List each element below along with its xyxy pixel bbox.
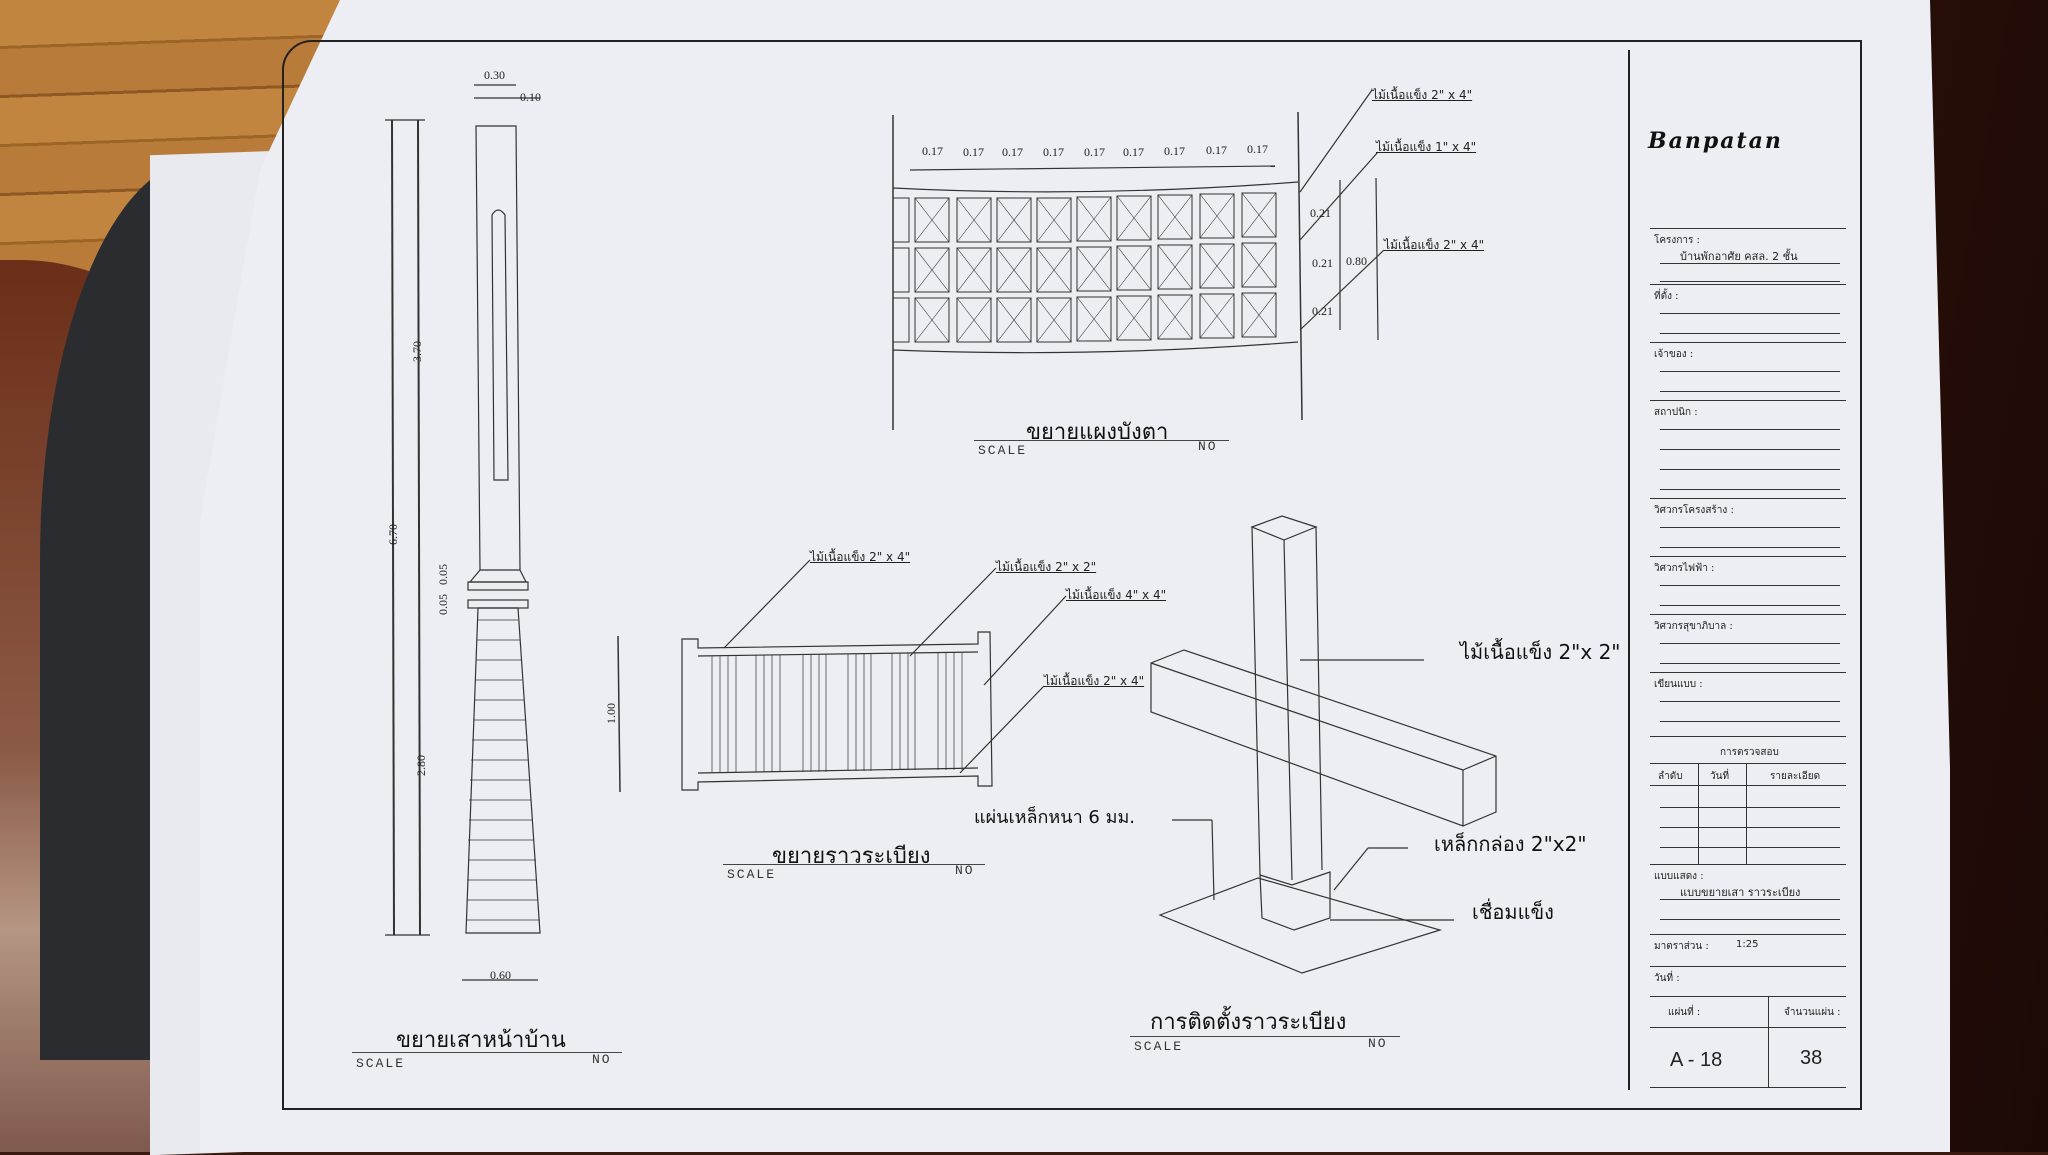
railing-detail-title: ขยายราวระเบียง <box>772 844 931 869</box>
railing-note: ไม้เนื้อแข็ง 2" x 2" <box>996 560 1097 574</box>
screen-drawing <box>892 89 1385 430</box>
sheet-label: แผ่นที่ : <box>1668 1007 1701 1018</box>
screen-spacing: 0.17 <box>922 144 943 158</box>
tb-location: ที่ตั้ง : <box>1650 284 1846 341</box>
screen-row-height: 0.21 <box>1312 256 1333 270</box>
railing-scale-label: SCALE <box>727 867 777 882</box>
tb-date: วันที่ : <box>1650 966 1846 997</box>
drafter-label: เขียนแบบ : <box>1654 679 1703 690</box>
scale-value: 1:25 <box>1736 939 1759 950</box>
revision-col-detail: รายละเอียด <box>1770 771 1821 782</box>
tb-sanitary: วิศวกรสุขาภิบาล : <box>1650 614 1846 673</box>
screen-spacing: 0.17 <box>1002 145 1023 159</box>
screen-row-height: 0.21 <box>1312 304 1333 318</box>
sanitary-engineer-label: วิศวกรสุขาภิบาล : <box>1654 621 1733 632</box>
screen-spacing: 0.17 <box>1084 145 1105 159</box>
electrical-engineer-label: วิศวกรไฟฟ้า : <box>1654 563 1715 574</box>
railing-note: ไม้เนื้อแข็ง 2" x 4" <box>810 550 911 564</box>
structural-engineer-label: วิศวกรโครงสร้าง : <box>1654 505 1734 516</box>
dim-ring-a: 0.05 <box>436 564 450 585</box>
tb-drawing: แบบแสดง : แบบขยายเสา ราวระเบียง <box>1650 864 1846 935</box>
column-no-label: NO <box>592 1052 612 1067</box>
screen-spacing: 0.17 <box>1043 145 1064 159</box>
dim-upper-height: 3.70 <box>410 341 424 362</box>
revision-col-no: ลำดับ <box>1658 771 1683 782</box>
tb-electrical: วิศวกรไฟฟ้า : <box>1650 556 1846 615</box>
tb-project: โครงการ : บ้านพักอาศัย คสล. 2 ชั้น <box>1650 228 1846 285</box>
tb-scale: มาตราส่วน : 1:25 <box>1650 934 1846 967</box>
screen-detail-title: ขยายแผงบังตา <box>1026 420 1169 445</box>
screen-no-label: NO <box>1198 439 1218 454</box>
owner-label: เจ้าของ : <box>1654 349 1694 360</box>
install-no-label: NO <box>1368 1036 1388 1051</box>
railing-note: ไม้เนื้อแข็ง 2" x 4" <box>1044 674 1145 688</box>
tb-revisions: การตรวจสอบ ลำดับ วันที่ รายละเอียด <box>1650 736 1846 865</box>
screen-spacing: 0.17 <box>963 145 984 159</box>
screen-note: ไม้เนื้อแข็ง 1" x 4" <box>1376 140 1477 154</box>
total-sheets: 38 <box>1800 1047 1823 1069</box>
dim-base-width: 0.60 <box>490 968 511 982</box>
tb-structural: วิศวกรโครงสร้าง : <box>1650 498 1846 557</box>
installation-drawing <box>1150 515 1497 974</box>
install-note-wood: ไม้เนื้อแข็ง 2"x 2" <box>1460 640 1621 664</box>
column-scale-label: SCALE <box>356 1056 406 1071</box>
company-logo: Banpatan <box>1648 128 1783 154</box>
project-value: บ้านพักอาศัย คสล. 2 ชั้น <box>1680 250 1798 263</box>
revision-header: การตรวจสอบ <box>1720 747 1779 758</box>
tb-owner: เจ้าของ : <box>1650 342 1846 399</box>
title-block <box>1628 50 1860 1090</box>
screen-note: ไม้เนื้อแข็ง 2" x 4" <box>1384 238 1485 252</box>
screen-scale-label: SCALE <box>978 443 1028 458</box>
dim-total-height: 6.70 <box>386 524 400 545</box>
dim-slot-width: 0.10 <box>520 90 541 104</box>
column-detail-title: ขยายเสาหน้าบ้าน <box>396 1028 566 1053</box>
screen-total-height: 0.80 <box>1346 254 1367 268</box>
location-label: ที่ตั้ง : <box>1654 291 1679 302</box>
drawing-frame <box>282 40 1862 1110</box>
architect-label: สถาปนิก : <box>1654 407 1698 418</box>
railing-note: ไม้เนื้อแข็ง 4" x 4" <box>1066 588 1167 602</box>
drawing-value: แบบขยายเสา ราวระเบียง <box>1680 886 1801 899</box>
install-note-weld: เชื่อมแข็ง <box>1472 900 1554 924</box>
screen-spacing: 0.17 <box>1164 144 1185 158</box>
install-note-steel-box: เหล็กกล่อง 2"x2" <box>1434 832 1587 856</box>
column-drawing <box>385 84 541 981</box>
drawing-label: แบบแสดง : <box>1654 871 1704 882</box>
screen-spacing: 0.17 <box>1206 143 1227 157</box>
date-label: วันที่ : <box>1654 973 1680 984</box>
tb-architect: สถาปนิก : <box>1650 400 1846 499</box>
screen-spacing: 0.17 <box>1123 145 1144 159</box>
install-detail-title: การติดตั้งราวระเบียง <box>1150 1010 1347 1035</box>
tb-sheet: แผ่นที่ : จำนวนแผ่น : A - 18 38 <box>1650 996 1846 1088</box>
total-sheets-label: จำนวนแผ่น : <box>1784 1007 1841 1018</box>
railing-no-label: NO <box>955 863 975 878</box>
scale-label: มาตราส่วน : <box>1654 941 1709 952</box>
steel-plate-note: แผ่นเหล็กหนา 6 มม. <box>974 807 1136 828</box>
dim-top-width: 0.30 <box>484 68 505 82</box>
dim-ring-b: 0.05 <box>436 594 450 615</box>
screen-spacing: 0.17 <box>1247 142 1268 156</box>
screen-row-height: 0.21 <box>1310 206 1331 220</box>
project-label: โครงการ : <box>1654 235 1700 246</box>
tb-drafter: เขียนแบบ : <box>1650 672 1846 731</box>
screen-note: ไม้เนื้อแข็ง 2" x 4" <box>1372 88 1473 102</box>
revision-col-date: วันที่ <box>1710 771 1730 782</box>
dim-base-height: 2.80 <box>414 755 428 776</box>
install-scale-label: SCALE <box>1134 1039 1184 1054</box>
sheet-number: A - 18 <box>1670 1049 1723 1071</box>
railing-drawing <box>617 559 1067 793</box>
railing-height: 1.00 <box>604 703 618 724</box>
